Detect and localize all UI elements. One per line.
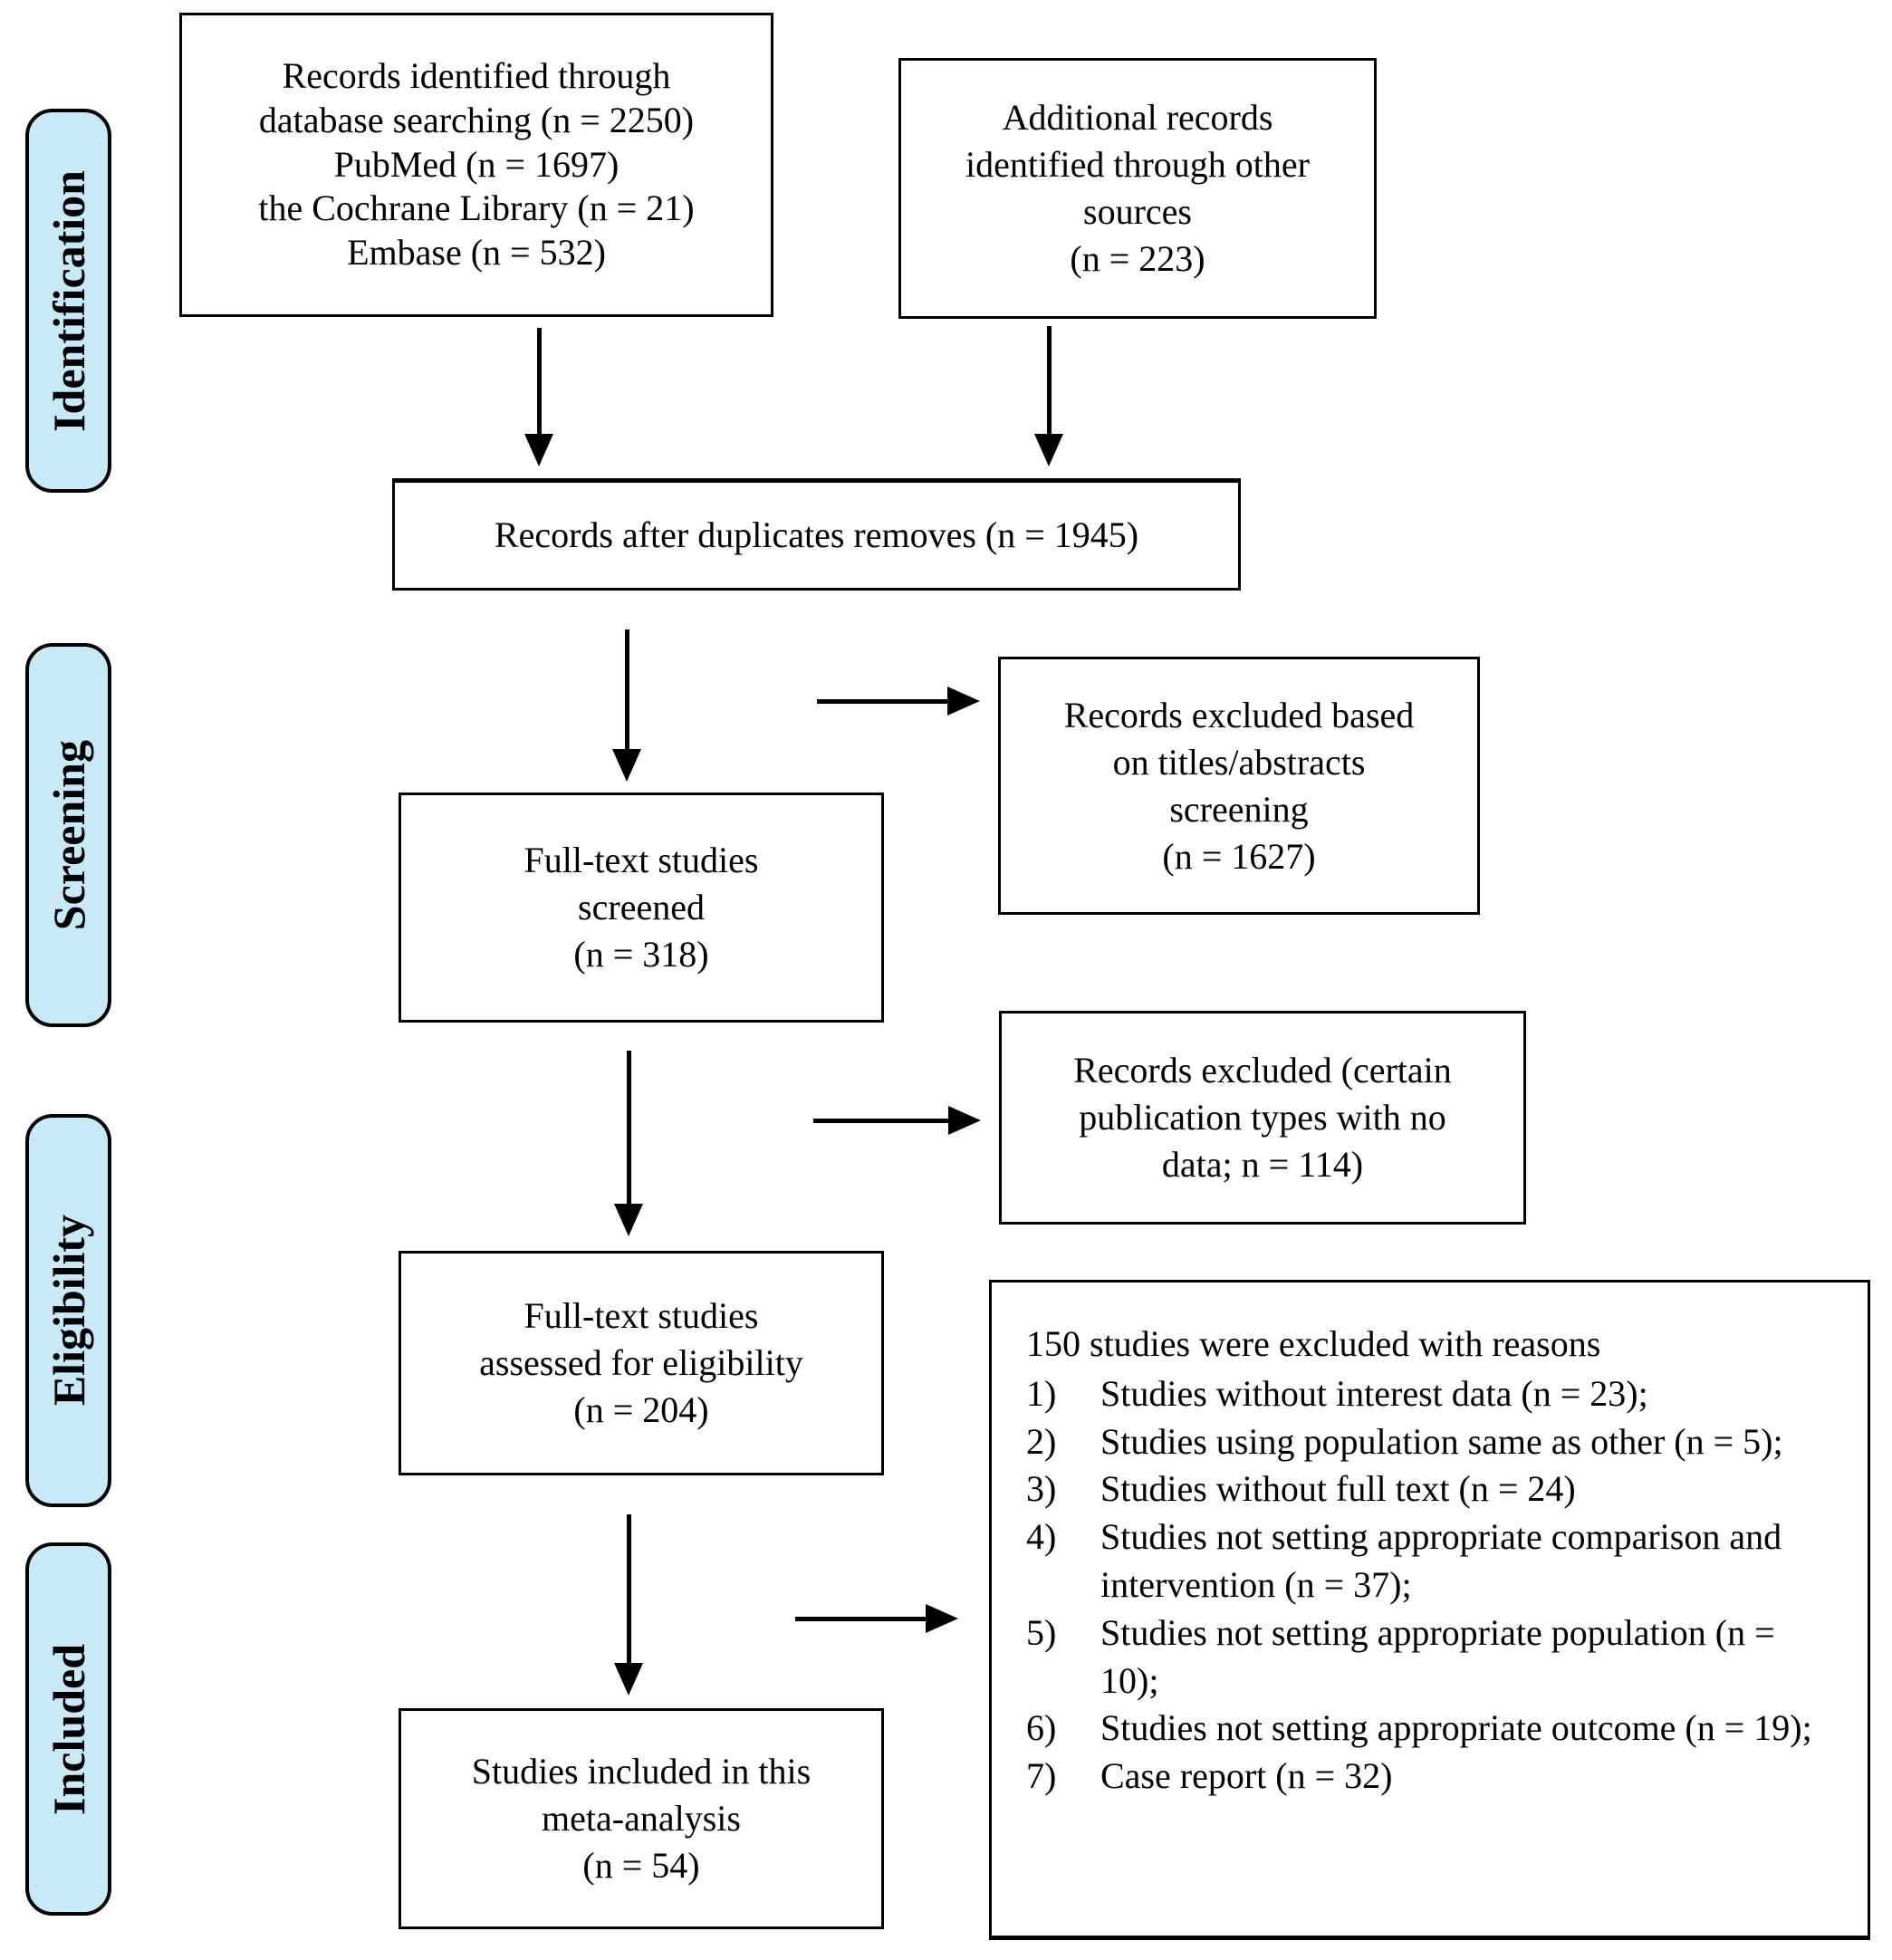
box-text-line: (n = 318) <box>573 934 709 975</box>
arrow-assessed-to-included <box>614 1514 643 1696</box>
stage-screening-label: Screening <box>43 739 94 931</box>
box-text-line: screening <box>1169 788 1309 830</box>
exclusion-reason-number: 3) <box>1026 1468 1057 1510</box>
stage-identification-label: Identification <box>43 169 94 432</box>
box-text-line: database searching (n = 2250) <box>258 99 695 140</box>
exclusion-reasons-heading: 150 studies were excluded with reasons <box>1026 1323 1601 1364</box>
exclusion-reason-item: 4) Studies not setting appropriate compar… <box>1026 1513 1842 1609</box>
box-text-line: sources <box>1083 191 1192 232</box>
box-exclusion-reasons: 150 studies were excluded with reasons 1… <box>989 1280 1870 1940</box>
box-text-line: (n = 223) <box>1070 238 1205 279</box>
arrow-down-icon <box>614 1204 643 1236</box>
exclusion-reason-item: 3) Studies without full text (n = 24) <box>1026 1465 1842 1513</box>
box-text-line: (n = 204) <box>573 1389 709 1430</box>
arrow-shaft <box>626 1514 631 1663</box>
exclusion-reason-text: Studies using population same as other (… <box>1100 1420 1783 1462</box>
exclusion-reasons-list: 1) Studies without interest data (n = 23)… <box>1026 1370 1842 1801</box>
box-text-line: the Cochrane Library (n = 21) <box>258 187 695 229</box>
arrow-to-excluded-publication-types <box>813 1106 981 1135</box>
box-assessed-eligibility: Full-text studies assessed for eligibilit… <box>399 1251 884 1475</box>
box-text-line: Records after duplicates removes (n = 19… <box>494 514 1139 555</box>
arrow-down-icon <box>1034 434 1063 466</box>
exclusion-reason-item: 2) Studies using population same as other… <box>1026 1418 1842 1466</box>
stage-eligibility: Eligibility <box>25 1114 111 1507</box>
arrow-down-icon <box>524 434 553 466</box>
exclusion-reason-text: Studies without full text (n = 24) <box>1100 1468 1576 1510</box>
exclusion-reason-number: 5) <box>1026 1611 1057 1653</box>
box-text-line: Full-text studies <box>523 840 759 880</box>
box-text-line: Embase (n = 532) <box>347 232 606 274</box>
box-text-line: screened <box>578 887 705 927</box>
exclusion-reason-number: 1) <box>1026 1372 1057 1414</box>
arrow-additional-to-duplicates <box>1034 326 1063 466</box>
box-excluded-publication-types: Records excluded (certain publication typ… <box>999 1011 1526 1225</box>
box-text-line: Records excluded (certain <box>1073 1050 1452 1090</box>
arrow-to-excluded-title-abstract <box>817 687 980 716</box>
arrow-to-exclusion-reasons <box>795 1604 958 1633</box>
box-excluded-title-abstract: Records excluded based on titles/abstract… <box>998 657 1480 915</box>
box-text-line: Records identified through <box>282 55 671 96</box>
exclusion-reason-text: Case report (n = 32) <box>1100 1755 1393 1797</box>
box-after-duplicates: Records after duplicates removes (n = 19… <box>392 478 1241 591</box>
arrow-down-icon <box>612 749 641 782</box>
arrow-shaft <box>795 1616 926 1621</box>
arrow-down-icon <box>614 1663 643 1696</box>
box-text-line: (n = 54) <box>582 1845 700 1886</box>
exclusion-reason-number: 4) <box>1026 1516 1057 1558</box>
arrow-shaft <box>817 698 947 704</box>
arrow-shaft <box>626 1051 631 1204</box>
arrow-database-to-duplicates <box>524 328 553 466</box>
exclusion-reason-text: Studies not setting appropriate comparis… <box>1100 1516 1782 1605</box>
arrow-shaft <box>624 629 629 749</box>
exclusion-reason-item: 1) Studies without interest data (n = 23)… <box>1026 1370 1842 1418</box>
stage-screening: Screening <box>25 643 111 1027</box>
stage-included-label: Included <box>43 1643 94 1815</box>
box-text-line: on titles/abstracts <box>1112 741 1366 783</box>
box-text-line: (n = 1627) <box>1162 835 1316 877</box>
arrow-right-icon <box>926 1604 958 1633</box>
exclusion-reason-number: 2) <box>1026 1420 1057 1462</box>
box-text-line: Additional records <box>1002 97 1273 138</box>
stage-included: Included <box>25 1542 111 1916</box>
box-text-line: data; n = 114) <box>1161 1144 1364 1185</box>
box-text-line: PubMed (n = 1697) <box>333 143 619 185</box>
arrow-right-icon <box>947 687 980 716</box>
arrow-duplicates-to-screened <box>612 629 641 782</box>
arrow-shaft <box>536 328 542 434</box>
exclusion-reason-number: 6) <box>1026 1707 1057 1749</box>
exclusion-reason-number: 7) <box>1026 1755 1057 1797</box>
box-text-line: meta-analysis <box>542 1798 741 1839</box>
arrow-shaft <box>813 1118 948 1123</box>
box-text-line: Full-text studies <box>523 1295 759 1336</box>
box-text-line: Studies included in this <box>471 1751 812 1792</box>
stage-identification: Identification <box>25 109 111 493</box>
box-fulltext-screened: Full-text studies screened (n = 318) <box>399 793 884 1023</box>
box-text-line: publication types with no <box>1079 1097 1446 1138</box>
exclusion-reason-text: Studies without interest data (n = 23); <box>1100 1372 1648 1414</box>
arrow-screened-to-assessed <box>614 1051 643 1236</box>
box-text-line: identified through other <box>965 144 1310 185</box>
box-text-line: assessed for eligibility <box>479 1342 803 1383</box>
exclusion-reason-text: Studies not setting appropriate outcome … <box>1100 1707 1812 1749</box>
exclusion-reason-item: 6) Studies not setting appropriate outcom… <box>1026 1705 1842 1753</box>
stage-eligibility-label: Eligibility <box>43 1215 94 1407</box>
arrow-right-icon <box>948 1106 981 1135</box>
box-text-line: Records excluded based <box>1063 694 1415 735</box>
exclusion-reason-item: 7) Case report (n = 32) <box>1026 1753 1842 1801</box>
box-additional-sources: Additional records identified through oth… <box>898 58 1377 319</box>
box-included-meta-analysis: Studies included in this meta-analysis (n … <box>399 1708 884 1929</box>
exclusion-reason-item: 5) Studies not setting appropriate popula… <box>1026 1609 1842 1705</box>
exclusion-reason-text: Studies not setting appropriate populati… <box>1100 1611 1775 1701</box>
arrow-shaft <box>1046 326 1052 434</box>
